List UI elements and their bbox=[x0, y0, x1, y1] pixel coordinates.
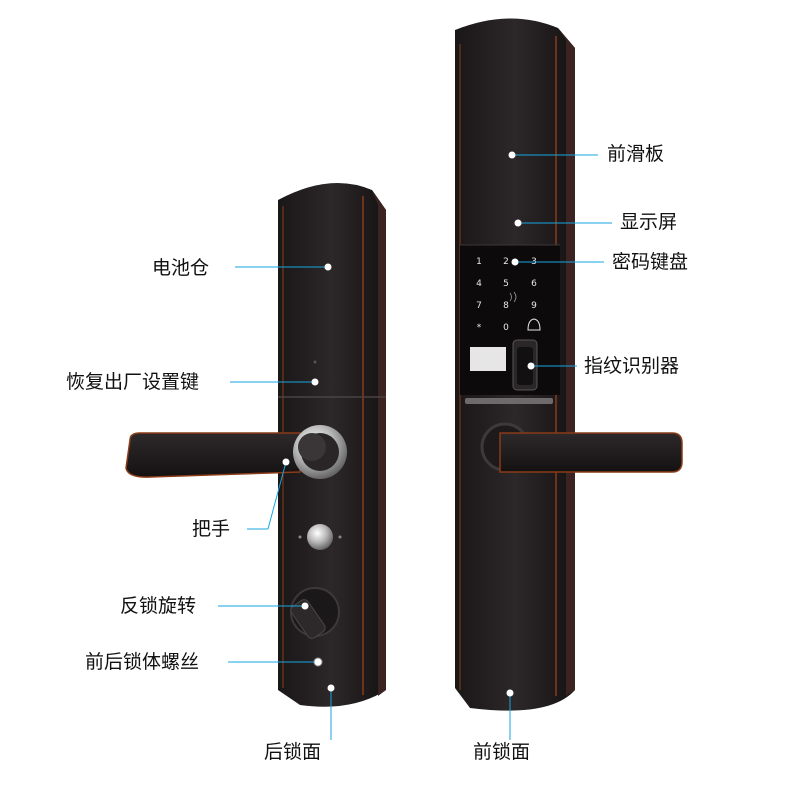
label-front-slide: 前滑板 bbox=[607, 143, 665, 165]
doorbell-icon bbox=[527, 318, 541, 331]
label-battery: 电池仓 bbox=[152, 257, 210, 279]
label-body-screw: 前后锁体螺丝 bbox=[85, 651, 200, 673]
reset-key-dot bbox=[313, 360, 317, 364]
keypad-key: 5 bbox=[503, 279, 509, 289]
thumb-turn bbox=[290, 587, 340, 639]
label-handle: 把手 bbox=[192, 518, 231, 540]
label-reset-key: 恢复出厂设置键 bbox=[66, 371, 200, 393]
keypad-key: 2 bbox=[503, 257, 509, 267]
keypad-glass bbox=[460, 245, 560, 395]
keypad-key: 0 bbox=[503, 323, 509, 333]
card-icon bbox=[470, 347, 506, 371]
back-handle bbox=[125, 425, 347, 479]
keypad-key: 6 bbox=[531, 279, 537, 289]
keypad-key: 1 bbox=[476, 257, 482, 267]
keypad-key: * bbox=[477, 323, 482, 333]
front-handle bbox=[480, 422, 683, 473]
card-wave-icon bbox=[509, 291, 517, 303]
front-panel bbox=[455, 18, 575, 711]
callouts bbox=[218, 151, 612, 740]
keypad-key: 7 bbox=[476, 301, 482, 311]
keypad-key: 9 bbox=[531, 301, 537, 311]
label-back-panel: 后锁面 bbox=[264, 741, 322, 763]
keypad-key: 4 bbox=[476, 279, 482, 289]
label-display: 显示屏 bbox=[620, 211, 678, 233]
small-knob bbox=[298, 524, 342, 550]
label-front-panel: 前锁面 bbox=[473, 741, 531, 763]
label-keypad: 密码键盘 bbox=[612, 251, 689, 273]
label-fingerprint: 指纹识别器 bbox=[584, 355, 680, 377]
keypad-key: 8 bbox=[503, 301, 509, 311]
label-anti-lock-knob: 反锁旋转 bbox=[120, 595, 197, 617]
